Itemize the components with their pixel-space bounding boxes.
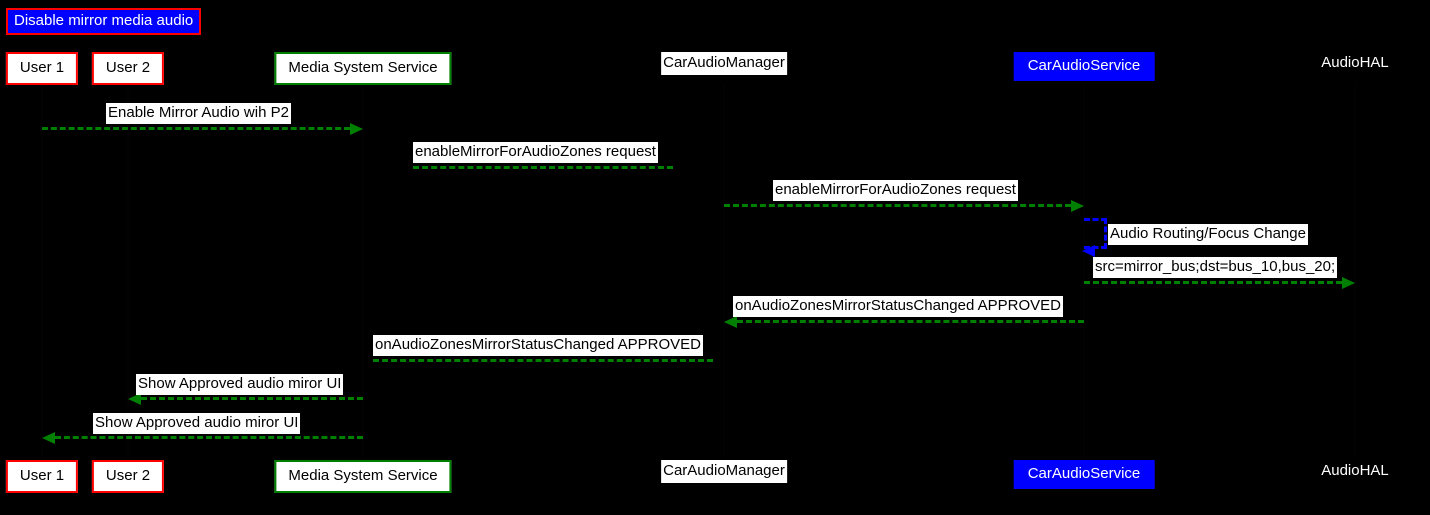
participant-header-user2: User 2 xyxy=(91,52,165,85)
participant-footer-car_audio_svc: CarAudioService xyxy=(1013,460,1155,489)
arrowhead-m8 xyxy=(128,393,141,405)
lifeline-user1 xyxy=(41,84,43,458)
message-line-m7 xyxy=(373,359,713,362)
message-line-m6 xyxy=(737,320,1084,323)
participant-header-car_audio_svc: CarAudioService xyxy=(1013,52,1155,81)
message-label-m7: onAudioZonesMirrorStatusChanged APPROVED xyxy=(373,335,704,356)
diagram-title: Disable mirror media audio xyxy=(6,8,202,35)
message-line-m8 xyxy=(141,397,363,400)
message-label-m3: enableMirrorForAudioZones request xyxy=(773,180,1018,201)
lifeline-audio_hal xyxy=(1354,84,1356,458)
arrowhead-m3 xyxy=(1071,200,1084,212)
lifeline-media_service xyxy=(362,84,364,458)
message-label-m1: Enable Mirror Audio wih P2 xyxy=(106,103,291,124)
participant-header-car_audio_mgr: CarAudioManager xyxy=(661,52,787,75)
participant-footer-car_audio_mgr: CarAudioManager xyxy=(661,460,787,483)
self-loop-line-m4 xyxy=(1084,218,1107,249)
message-label-m2: enableMirrorForAudioZones request xyxy=(413,142,658,163)
arrowhead-m6 xyxy=(724,316,737,328)
message-line-m9 xyxy=(55,436,363,439)
participant-footer-user1: User 1 xyxy=(5,460,79,493)
arrowhead-m9 xyxy=(42,432,55,444)
lifeline-user2 xyxy=(127,84,129,458)
message-line-m3 xyxy=(724,204,1071,207)
arrowhead-m4 xyxy=(1082,245,1095,257)
lifeline-car_audio_svc xyxy=(1083,84,1085,458)
participant-header-user1: User 1 xyxy=(5,52,79,85)
arrowhead-m1 xyxy=(350,123,363,135)
message-label-m6: onAudioZonesMirrorStatusChanged APPROVED xyxy=(733,296,1064,317)
message-line-m2 xyxy=(413,166,673,169)
participant-footer-media_service: Media System Service xyxy=(274,460,452,493)
message-line-m1 xyxy=(42,127,350,130)
message-line-m5 xyxy=(1084,281,1342,284)
participant-header-media_service: Media System Service xyxy=(274,52,452,85)
arrowhead-m5 xyxy=(1342,277,1355,289)
message-label-m5: src=mirror_bus;dst=bus_10,bus_20; xyxy=(1093,257,1338,278)
message-label-m9: Show Approved audio miror UI xyxy=(93,413,301,434)
lifeline-car_audio_mgr xyxy=(723,84,725,458)
participant-header-audio_hal: AudioHAL xyxy=(1321,54,1389,71)
message-label-m8: Show Approved audio miror UI xyxy=(136,374,344,395)
participant-footer-audio_hal: AudioHAL xyxy=(1321,462,1389,479)
message-label-m4: Audio Routing/Focus Change xyxy=(1108,224,1308,245)
participant-footer-user2: User 2 xyxy=(91,460,165,493)
